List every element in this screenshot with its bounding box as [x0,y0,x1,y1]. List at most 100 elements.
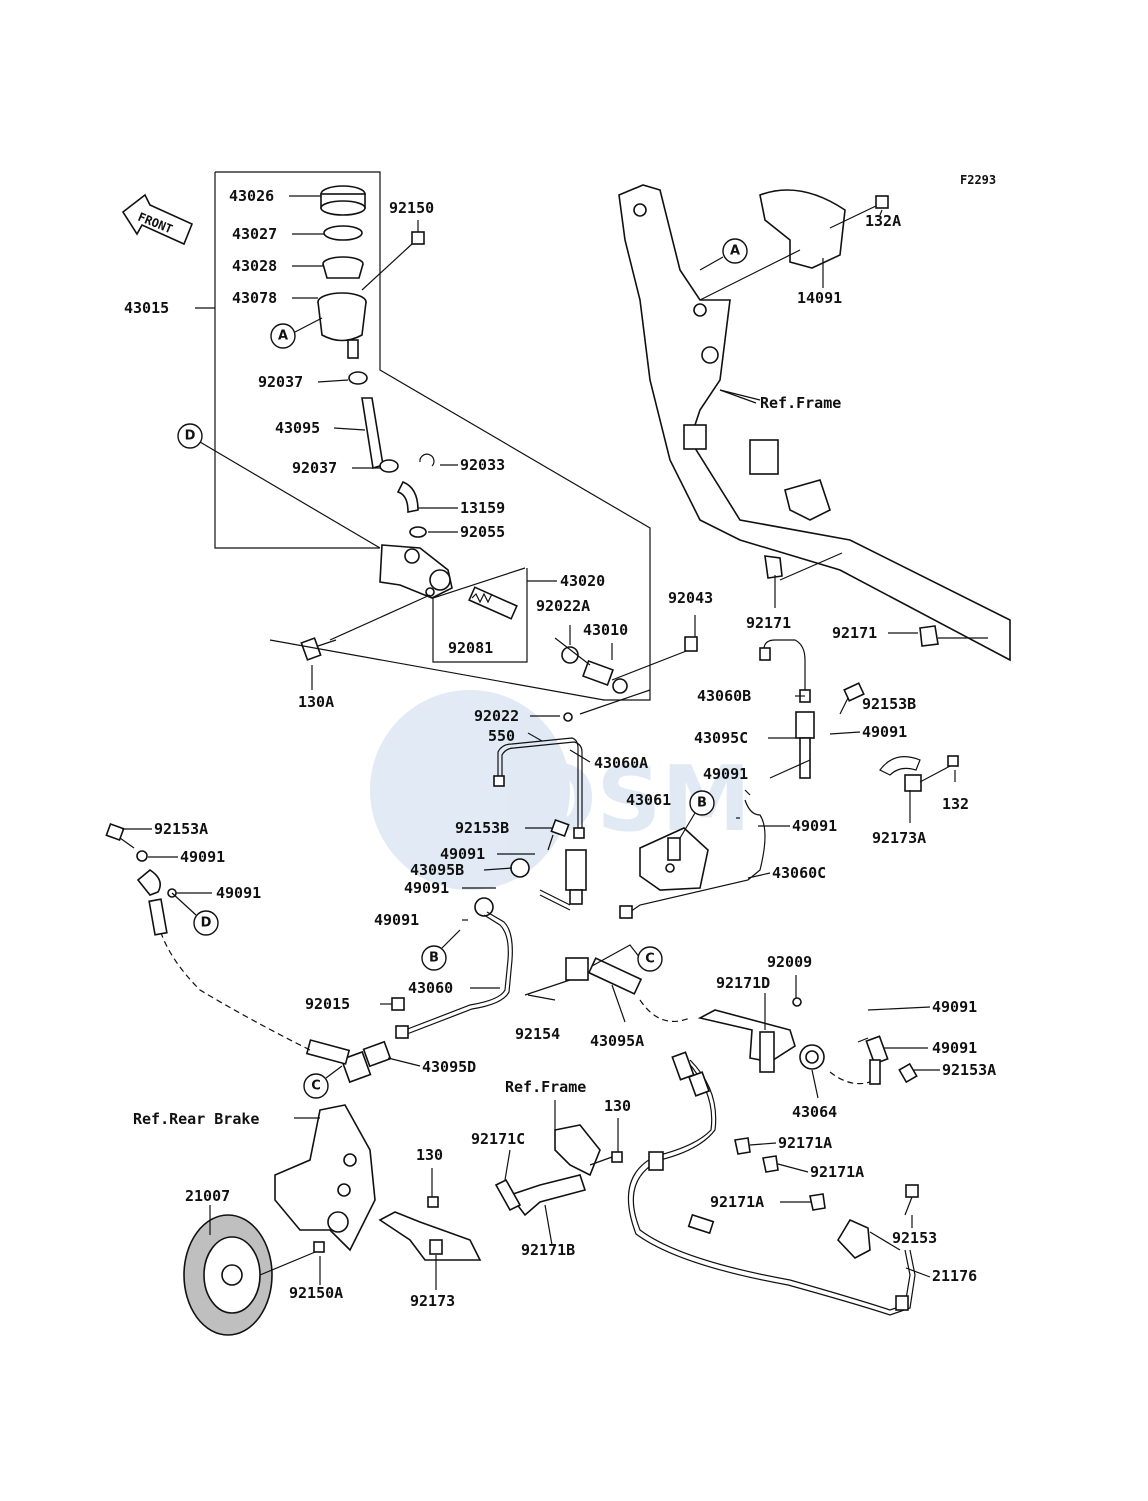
bolt-130a [300,637,337,661]
hose-43095d [305,1039,392,1084]
label-130-rear: 130 [416,1146,443,1164]
label-92171-a: 92171 [746,614,791,632]
clamp-92171-2 [919,625,939,647]
label-92009: 92009 [767,953,812,971]
brake-switch-43095b [539,849,587,911]
callout-B-right: B [689,790,715,816]
svg-text:A: A [278,329,288,344]
label-49091-right-3: 49091 [792,817,837,835]
label-43095B: 43095B [410,861,464,879]
callout-A-left: A [270,323,296,349]
bracket-92171d [697,1009,796,1073]
label-92153B-right: 92153B [862,695,916,713]
banjo-92153a-left [105,822,177,936]
sensor-wire [632,1059,911,1311]
label-92022: 92022 [474,707,519,725]
label-49091-center-3: 49091 [374,911,419,929]
svg-text:C: C [645,952,655,967]
pin-92043 [684,636,698,652]
label-92173A: 92173A [872,829,926,847]
brake-pipe-43060 [404,914,509,1031]
label-92171A-3: 92171A [710,1193,764,1211]
hose-clamp-lower [379,459,399,473]
clamp-92171-1 [764,555,783,579]
svg-text:C: C [311,1079,321,1094]
nut-92015 [391,997,405,1011]
label-92015: 92015 [305,995,350,1013]
label-92173: 92173 [410,1292,455,1310]
label-43010: 43010 [583,621,628,639]
label-130A: 130A [298,693,334,711]
label-43060A: 43060A [594,754,648,772]
ref-frame-top: Ref.Frame [760,394,841,412]
reservoir-hose [361,397,384,470]
label-132A: 132A [865,212,901,230]
ref-rear-brake: Ref.Rear Brake [133,1110,259,1128]
label-92153A-right: 92153A [942,1061,996,1079]
grommet-43064 [799,1044,825,1070]
svg-text:D: D [201,916,212,931]
label-550: 550 [488,727,515,745]
label-92055: 92055 [460,523,505,541]
abs-sensor-21176 [837,1218,901,1259]
banjo-bolt-92153b [547,818,570,851]
label-130-frame: 130 [604,1097,631,1115]
wire-clip-1 [648,1151,664,1171]
label-43061: 43061 [626,791,671,809]
callout-D-upper: D [177,423,203,449]
label-49091-center-1: 49091 [440,845,485,863]
label-43027: 43027 [232,225,277,243]
piston-assembly [468,586,518,620]
callout-B-left: B [421,945,447,971]
brake-pipe-43060c [629,799,766,913]
label-43060B: 43060B [697,687,751,705]
banjo-bolt-92153b-right [839,682,865,715]
label-43095A: 43095A [590,1032,644,1050]
label-92081: 92081 [448,639,493,657]
hose-clamp-upper [348,371,368,385]
rear-caliper-bracket [274,1104,376,1252]
label-92033: 92033 [460,456,505,474]
label-49091-right-1: 49091 [862,723,907,741]
hose-fitting [396,480,419,513]
label-92171C: 92171C [471,1130,525,1148]
reservoir-cap [320,185,366,216]
hose-43095a [565,957,643,995]
svg-text:B: B [429,951,439,966]
nut-92009 [792,997,802,1007]
bolt-130-frame [611,1151,623,1163]
sensor-connector [671,1051,695,1081]
label-43060C: 43060C [772,864,826,882]
assembly-bracket-left [214,172,288,549]
label-21007: 21007 [185,1187,230,1205]
clip-92171a-1 [734,1137,751,1155]
label-92153B-center: 92153B [455,819,509,837]
label-92153: 92153 [892,1229,937,1247]
label-92171A-1: 92171A [778,1134,832,1152]
svg-text:B: B [697,796,707,811]
clamp-92173a [879,756,922,792]
label-13159: 13159 [460,499,505,517]
label-14091: 14091 [797,289,842,307]
label-43078: 43078 [232,289,277,307]
banjo-fitting-right [857,1035,918,1085]
brake-pipe-43060b [763,639,806,690]
assembly-bracket-top [215,171,651,701]
label-43095C: 43095C [694,729,748,747]
bolt-92150a [313,1241,325,1253]
label-43095D: 43095D [422,1058,476,1076]
svg-text:D: D [185,429,196,444]
label-43020: 43020 [560,572,605,590]
label-49091-rear-1: 49091 [932,998,977,1016]
label-92037-lower: 92037 [292,459,337,477]
label-43015: 43015 [124,299,169,317]
label-43095: 43095 [275,419,320,437]
label-92171-b: 92171 [832,624,877,642]
label-43028: 43028 [232,257,277,275]
brake-pipe-43060a [497,737,579,832]
fitting-43095b [510,858,530,878]
callout-D-lower: D [193,910,219,936]
washer-92022 [563,712,573,722]
diaphragm [322,256,364,279]
